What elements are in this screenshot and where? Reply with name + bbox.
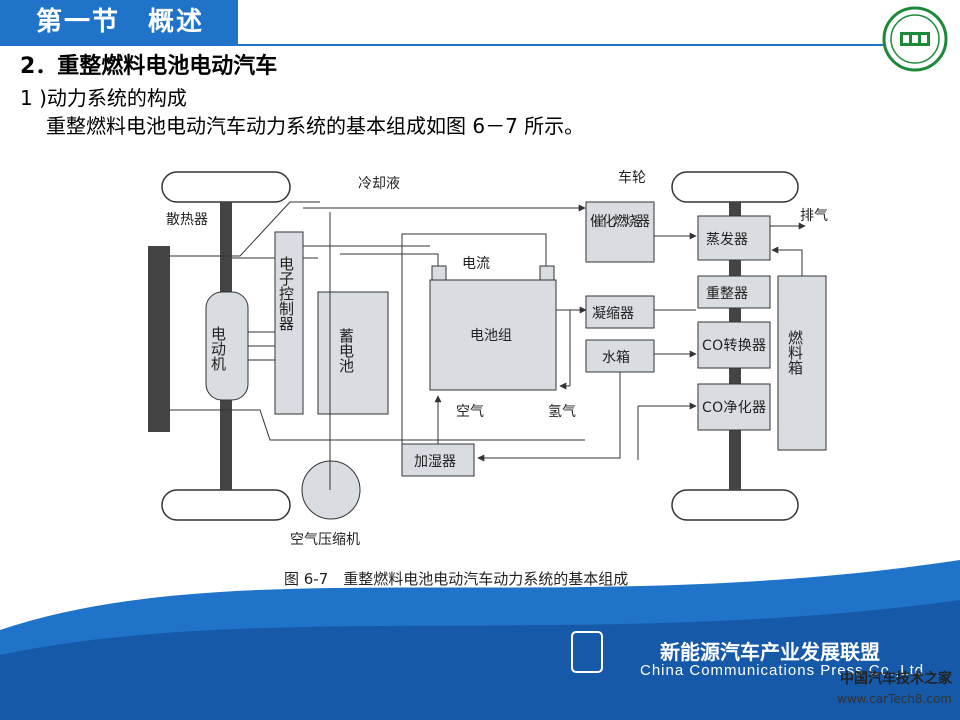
air-label: 空气 bbox=[456, 404, 484, 420]
compressor-label: 空气压缩机 bbox=[290, 532, 360, 548]
footer-wave bbox=[0, 560, 960, 720]
evaporator-label: 蒸发器 bbox=[706, 232, 748, 248]
coolant-label: 冷却液 bbox=[358, 176, 400, 192]
motor-label: 电动机 bbox=[209, 326, 227, 372]
wheel-front-top bbox=[161, 171, 291, 203]
reformer-label: 重整器 bbox=[706, 286, 748, 302]
radiator bbox=[148, 246, 170, 432]
exhaust-label: 排气 bbox=[800, 208, 828, 224]
condenser-label: 凝缩器 bbox=[592, 306, 634, 322]
humidifier-box bbox=[401, 443, 475, 477]
current-label: 电流 bbox=[462, 256, 490, 272]
publisher-label: China Communications Press Co.,Ltd. bbox=[640, 662, 930, 679]
wheel-rear-top bbox=[671, 171, 799, 203]
description: 重整燃料电池电动汽车动力系统的基本组成如图 6－7 所示。 bbox=[46, 114, 585, 138]
title-divider bbox=[0, 44, 900, 46]
publisher-seal-icon bbox=[882, 6, 948, 72]
radiator-label: 散热器 bbox=[166, 212, 208, 228]
water-tank-box bbox=[585, 339, 655, 373]
catalytic-burner-box bbox=[585, 201, 655, 263]
stack-box bbox=[429, 279, 557, 391]
stack-label: 电池组 bbox=[470, 328, 512, 344]
watermark-cn: 中国汽车技术之家 bbox=[840, 671, 952, 687]
compressor bbox=[301, 460, 361, 520]
catalytic-burner-label: 催化燃烧器 bbox=[590, 213, 650, 230]
hydrogen-label: 氢气 bbox=[548, 404, 576, 420]
subheading: 1 )动力系统的构成 bbox=[20, 86, 187, 110]
wheel-rear-bottom bbox=[671, 489, 799, 521]
co-converter-box bbox=[697, 321, 771, 369]
page-heading: 2．重整燃料电池电动汽车 bbox=[20, 54, 278, 79]
evaporator-box bbox=[697, 215, 771, 261]
humidifier-label: 加湿器 bbox=[414, 454, 456, 470]
condenser-box bbox=[585, 295, 655, 329]
fuel-tank-label: 燃料箱 bbox=[786, 329, 804, 375]
battery-label: 蓄电池 bbox=[337, 328, 355, 373]
co-converter-label: CO转换器 bbox=[702, 337, 766, 354]
reformer-box bbox=[697, 275, 771, 309]
controller-box bbox=[274, 231, 304, 415]
section-title: 第一节 概述 bbox=[0, 0, 238, 44]
fuel-tank-box bbox=[777, 275, 827, 451]
wheel-label: 车轮 bbox=[618, 169, 646, 186]
co-purifier-box bbox=[697, 383, 771, 431]
wechat-account-label: 新能源汽车产业发展联盟 bbox=[660, 640, 880, 664]
wheel-front-bottom bbox=[161, 489, 291, 521]
co-purifier-label: CO净化器 bbox=[702, 400, 766, 416]
water-tank-label: 水箱 bbox=[602, 350, 630, 366]
powertrain-diagram: 冷却液 车轮 散热器 排气 电流 空气 氢气 电池组 凝缩器 水箱 蒸发器 重整… bbox=[148, 169, 828, 588]
watermark-url: www.carTech8.com bbox=[837, 692, 952, 706]
caption: 图 6-7 重整燃料电池电动汽车动力系统的基本组成 bbox=[284, 570, 628, 588]
controller-label: 电子控制器 bbox=[277, 256, 295, 331]
